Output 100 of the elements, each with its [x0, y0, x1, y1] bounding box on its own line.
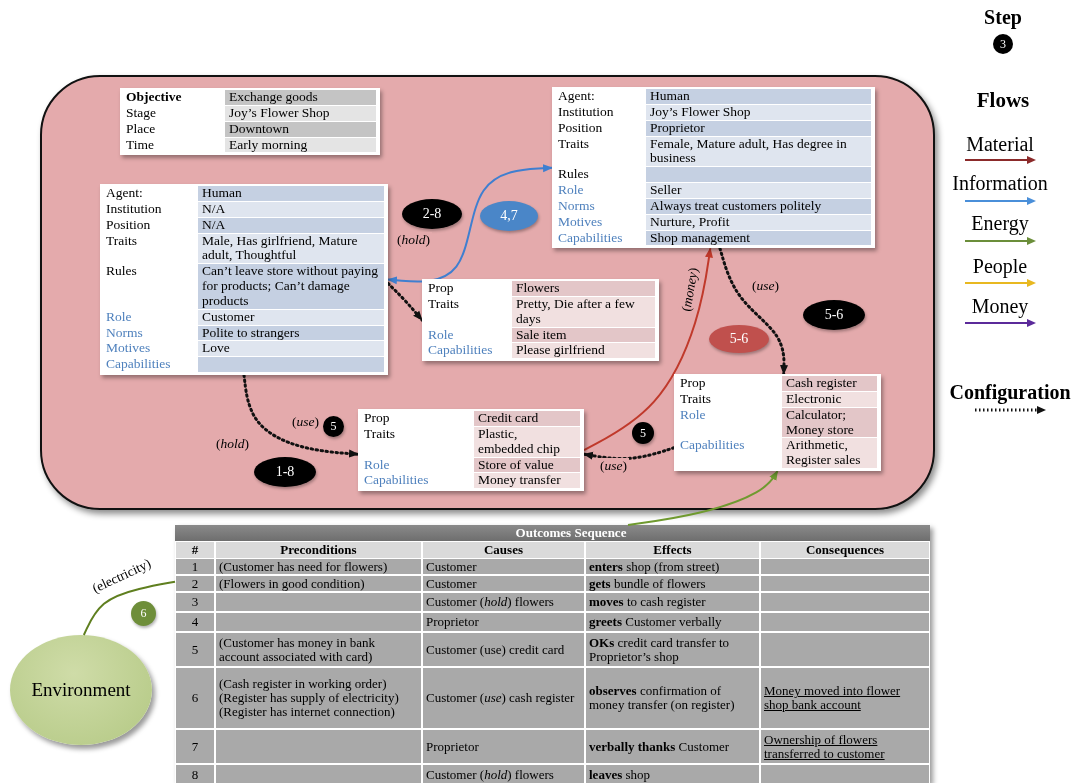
field-value: Love — [198, 341, 384, 357]
table-cell: (Flowers in good condition) — [216, 576, 421, 591]
field-value: Pretty, Die after a few days — [512, 296, 655, 327]
field-value: Nurture, Profit — [646, 214, 871, 230]
field-value: Exchange goods — [225, 90, 376, 105]
field-label: Rules — [106, 264, 138, 281]
field-label: Position — [558, 120, 604, 136]
column-header: # — [176, 542, 214, 558]
column-header: Causes — [423, 542, 584, 558]
field-label: Position — [106, 217, 152, 233]
field-label: Capabilities — [558, 230, 624, 246]
field-value: Customer — [198, 309, 384, 325]
field-label: Institution — [106, 201, 163, 217]
table-cell: (Customer has need for flowers) — [216, 559, 421, 574]
flow-arrow — [387, 164, 553, 285]
prop-card — [422, 279, 659, 362]
field-label: Rules — [558, 167, 871, 183]
field-label: Norms — [558, 198, 596, 214]
field-value: Store of value — [474, 457, 580, 473]
table-cell: moves to cash register — [586, 593, 759, 611]
table-cell: enters shop (from street) — [586, 559, 759, 574]
table-cell: 5 — [176, 633, 214, 666]
table-cell: gets bundle of flowers — [586, 576, 759, 591]
step-badge: 4,7 — [480, 201, 538, 231]
field-label: Prop — [428, 281, 455, 296]
field-label: Institution — [558, 104, 615, 120]
table-cell: Proprietor — [423, 613, 584, 631]
table-cell: Proprietor — [423, 730, 584, 763]
field-value: Early morning — [225, 137, 376, 153]
field-value: N/A — [198, 217, 384, 233]
field-label: Motives — [558, 214, 604, 230]
column-header: Preconditions — [216, 542, 421, 558]
flow-arrow — [583, 247, 713, 452]
edge-label: (use) — [290, 414, 321, 430]
field-label: Traits — [680, 391, 712, 407]
field-value: Arithmetic, Register sales — [782, 438, 877, 469]
step-badge: 5 — [323, 416, 344, 437]
prop-card — [358, 409, 584, 492]
field-label: Role — [680, 407, 707, 424]
field-label: Objective — [126, 90, 183, 105]
field-value: Human — [198, 186, 384, 201]
legend-label: Configuration — [949, 381, 1071, 404]
field-label: Prop — [364, 411, 391, 426]
stage-panel — [40, 75, 935, 510]
table-cell: Customer (hold) flowers — [423, 593, 584, 611]
outcomes-table — [175, 525, 930, 783]
field-label: Capabilities — [428, 343, 494, 359]
field-value: Joy’s Flower Shop — [225, 105, 376, 121]
table-cell: 1 — [176, 559, 214, 574]
edge-label: (use) — [750, 278, 781, 294]
field-label: Motives — [106, 341, 152, 357]
table-cell: Ownership of flowers transferred to customer — [761, 730, 929, 763]
step-badge: 5-6 — [803, 300, 865, 330]
field-value: Shop management — [646, 230, 871, 246]
field-value: Downtown — [225, 121, 376, 137]
table-cell: Money moved into flower shop bank account — [761, 668, 929, 728]
field-value: Male, Has girlfriend, Mature adult, Thoughtful — [198, 233, 384, 264]
field-value: Can’t leave store without paying for products; Can’t damage products — [198, 264, 384, 309]
field-label: Agent: — [106, 186, 144, 201]
edge-label: (hold) — [395, 232, 432, 248]
legend-label: Energy — [971, 212, 1029, 235]
table-cell: Customer (use) credit card — [423, 633, 584, 666]
field-value: Flowers — [512, 281, 655, 296]
configuration-arrow — [242, 373, 360, 458]
step-badge: 2-8 — [402, 199, 462, 229]
table-cell: 7 — [176, 730, 214, 763]
table-cell: Customer (use) cash register — [423, 668, 584, 728]
step-badge: 1-8 — [254, 457, 316, 487]
step-badge: 5-6 — [709, 325, 769, 353]
table-cell: (Customer has money in bank account associated with card) — [216, 633, 421, 666]
field-value: Money transfer — [474, 473, 580, 489]
field-label: Norms — [106, 325, 144, 341]
configuration-arrow — [718, 246, 788, 376]
field-label: Role — [558, 183, 585, 198]
prop-card — [674, 374, 881, 472]
column-header: Consequences — [761, 542, 929, 558]
field-label: Prop — [680, 376, 707, 391]
field-label: Traits — [106, 233, 138, 250]
scene-card — [120, 88, 380, 156]
field-value: Calculator; Money store — [782, 407, 877, 438]
field-label: Traits — [428, 296, 460, 313]
table-cell: greets Customer verbally — [586, 613, 759, 631]
step-badge: 6 — [131, 601, 156, 626]
agent-card — [100, 184, 388, 376]
field-value: N/A — [198, 201, 384, 217]
legend-label: People — [972, 255, 1028, 278]
table-cell: 6 — [176, 668, 214, 728]
field-label: Role — [364, 457, 391, 473]
legend-label: Material — [966, 133, 1034, 156]
column-header: Effects — [586, 542, 759, 558]
legend-label: Step — [984, 6, 1022, 29]
legend-heading: Flows — [975, 88, 1031, 113]
field-label: Place — [126, 121, 157, 137]
field-value: Joy’s Flower Shop — [646, 104, 871, 120]
field-value: Cash register — [782, 376, 877, 391]
field-value: Credit card — [474, 411, 580, 426]
table-cell: Customer — [423, 576, 584, 591]
field-value: Please girlfriend — [512, 343, 655, 359]
field-label: Traits — [364, 426, 396, 443]
edge-note: (hold) — [215, 436, 250, 452]
